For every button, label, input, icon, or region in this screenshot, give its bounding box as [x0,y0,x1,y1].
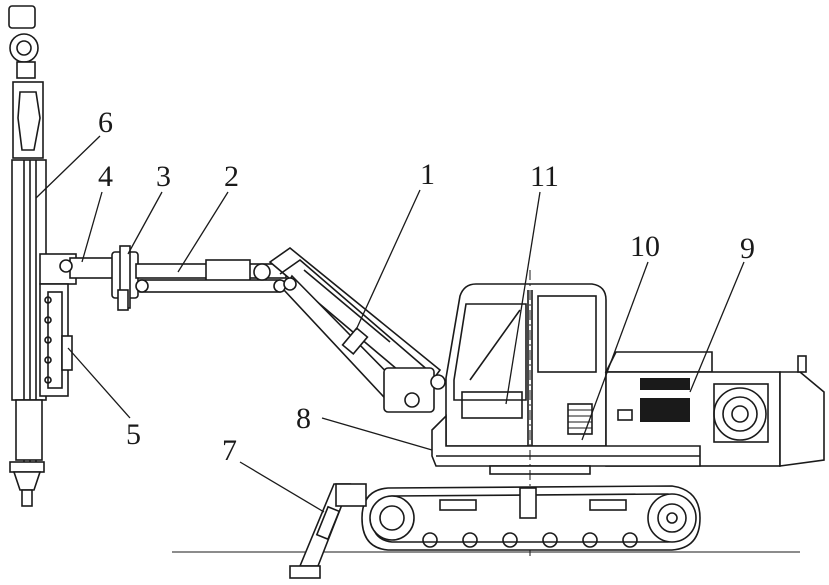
label-1: 1 [420,158,435,191]
upper-frame [431,270,701,556]
leader-6 [35,135,101,199]
label-9: 9 [740,232,755,265]
label-3: 3 [156,160,171,193]
main-boom [253,246,446,413]
drill-mast [8,5,47,507]
leader-9 [689,261,745,393]
boom-arm [135,259,287,293]
label-2: 2 [224,160,239,193]
crawler-track [361,485,701,551]
label-11: 11 [530,160,559,193]
machine-body [604,351,825,467]
label-4: 4 [98,160,113,193]
leader-2 [177,191,229,273]
leader-1 [355,189,421,331]
leader-10 [581,261,649,441]
label-8: 8 [296,402,311,435]
boom-head [59,245,139,311]
leader-5 [67,347,131,419]
leader-8 [321,417,433,451]
leader-3 [127,191,163,255]
label-6: 6 [98,106,113,139]
label-5: 5 [126,418,141,451]
label-10: 10 [630,230,660,263]
leader-7 [239,461,325,513]
callout-lines [35,135,745,513]
label-7: 7 [222,434,237,467]
leader-4 [81,191,103,263]
callout-labels: 1 2 3 4 5 6 7 8 9 10 11 [98,106,755,467]
leader-11 [505,191,541,405]
operator-cab [445,283,607,447]
